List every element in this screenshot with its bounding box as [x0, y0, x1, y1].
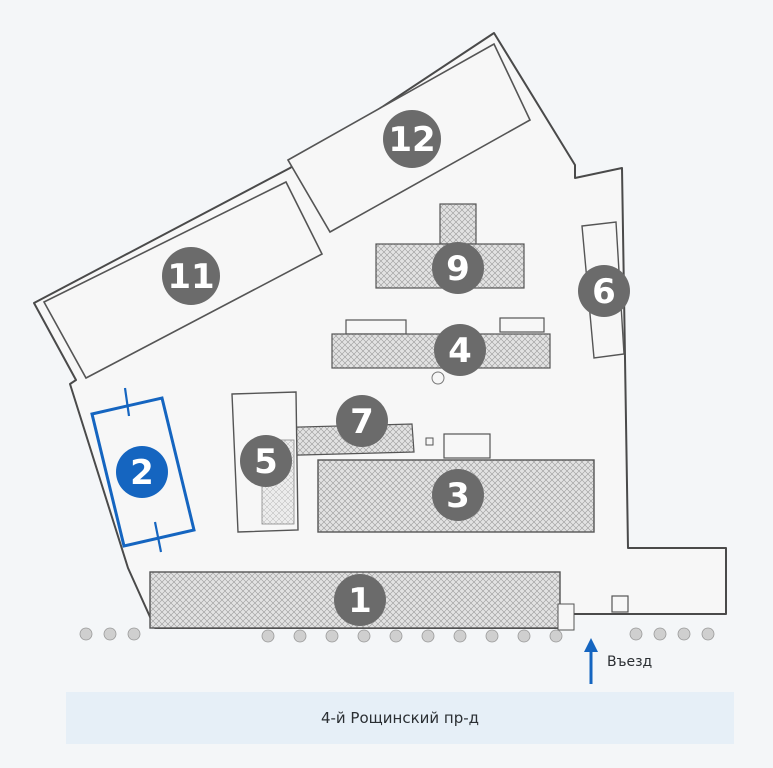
marker-2[interactable]: 2: [116, 446, 168, 498]
svg-text:6: 6: [592, 272, 616, 312]
svg-text:7: 7: [350, 402, 374, 442]
marker-1[interactable]: 1: [334, 574, 386, 626]
svg-text:12: 12: [388, 120, 435, 160]
gate-booth: [611, 595, 629, 613]
marker-5[interactable]: 5: [240, 435, 292, 487]
entry-label: Въезд: [607, 654, 653, 670]
marker-12[interactable]: 12: [383, 110, 441, 168]
marker-7[interactable]: 7: [336, 395, 388, 447]
small-box: [425, 437, 434, 446]
svg-text:11: 11: [167, 257, 214, 297]
marker-3[interactable]: 3: [432, 469, 484, 521]
marker-9[interactable]: 9: [432, 242, 484, 294]
entry-arrow-icon: [584, 638, 598, 684]
svg-text:2: 2: [130, 453, 154, 493]
svg-text:5: 5: [254, 442, 278, 482]
road-label: 4-й Рощинский пр-д: [320, 709, 480, 727]
svg-text:4: 4: [448, 331, 472, 371]
marker-6[interactable]: 6: [578, 265, 630, 317]
marker-4[interactable]: 4: [434, 324, 486, 376]
road-bar: 4-й Рощинский пр-д: [66, 692, 734, 744]
svg-text:9: 9: [446, 249, 470, 289]
marker-11[interactable]: 11: [162, 247, 220, 305]
small-structure: [443, 433, 491, 459]
svg-text:1: 1: [348, 581, 372, 621]
tree-row: [79, 627, 715, 643]
svg-text:3: 3: [446, 476, 470, 516]
